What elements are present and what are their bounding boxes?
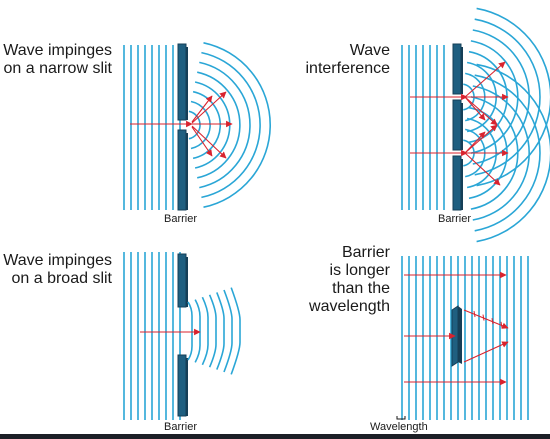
barrier-label-broad-slit: Barrier <box>164 421 198 433</box>
ray-tick <box>473 310 476 318</box>
ray-tick <box>482 314 485 321</box>
bottom-edge-bar <box>0 434 550 439</box>
diffracted-arc <box>199 61 251 189</box>
ray-arrow <box>463 341 509 363</box>
diffracted-arc <box>197 71 241 179</box>
ray-arrow <box>463 309 509 329</box>
transmitted-wavefront <box>216 292 225 370</box>
ray-arrow <box>464 61 506 98</box>
panel-narrow-slit <box>123 42 272 211</box>
barrier <box>452 155 462 211</box>
caption-narrow-slit: Wave impinges on a narrow slit <box>3 42 112 77</box>
diffracted-arc <box>201 51 261 199</box>
barrier-side <box>186 257 188 307</box>
panel-long-barrier <box>396 256 529 420</box>
ray-arrow <box>464 124 498 154</box>
panel-interference <box>401 7 550 243</box>
barrier <box>177 253 187 308</box>
transmitted-wavefront <box>194 299 201 363</box>
barrier <box>452 43 462 95</box>
interference-arc <box>474 18 541 176</box>
caption-long-barrier: Barrier is longer than the wavelength <box>309 244 390 315</box>
interference-arc <box>476 7 550 187</box>
ray-arrow <box>191 126 213 157</box>
ray-arrow <box>464 96 486 121</box>
diffracted-arc <box>190 100 211 150</box>
wavelength-bracket <box>396 416 406 420</box>
interference-arc <box>474 74 541 232</box>
interference-arc <box>472 29 530 165</box>
barrier <box>452 99 462 151</box>
ray-arrow <box>191 95 213 123</box>
ray-tick <box>491 318 494 325</box>
diffracted-arc <box>188 110 201 140</box>
barrier-side <box>186 358 188 416</box>
barrier-side <box>461 103 463 150</box>
barrier-side <box>186 47 188 120</box>
wavelength-label: Wavelength <box>370 421 428 433</box>
transmitted-wavefront <box>230 287 241 375</box>
caption-broad-slit: Wave impinges on a broad slit <box>3 252 112 287</box>
ray-tick <box>500 321 503 328</box>
barrier-label-interference: Barrier <box>438 213 472 225</box>
barrier-side <box>186 133 188 210</box>
ray-arrow <box>191 125 227 159</box>
interference-arc <box>470 96 519 210</box>
ray-arrow <box>464 131 486 154</box>
barrier <box>177 43 187 121</box>
barrier-side <box>458 306 462 364</box>
barrier <box>177 129 187 211</box>
interference-arc <box>472 85 530 221</box>
interference-arc <box>476 63 550 243</box>
barrier-side <box>461 47 463 94</box>
diffracted-arc <box>203 42 272 208</box>
barrier <box>177 354 187 417</box>
transmitted-wavefront <box>223 289 233 373</box>
barrier-label-narrow-slit: Barrier <box>164 213 198 225</box>
caption-interference: Wave interference <box>305 42 391 77</box>
transmitted-wavefront <box>187 301 193 361</box>
panel-broad-slit <box>123 252 241 420</box>
transmitted-wavefront <box>208 294 217 368</box>
transmitted-wavefront <box>201 296 209 366</box>
barrier-side <box>461 159 463 210</box>
diffracted-arc <box>192 90 222 160</box>
ray-arrow <box>464 96 498 126</box>
ray-arrow <box>464 152 501 186</box>
ray-arrow <box>191 91 227 124</box>
